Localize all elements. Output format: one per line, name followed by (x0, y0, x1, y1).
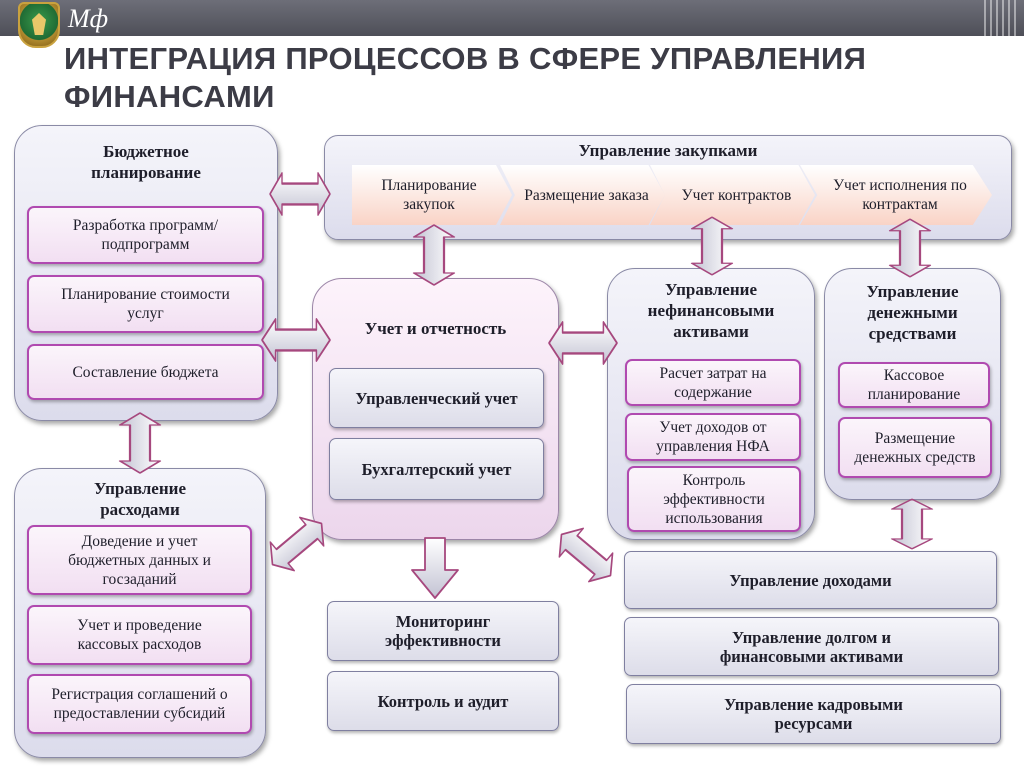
procurement-step-contracts: Учет контрактов (650, 165, 815, 225)
logo-text: Мф (68, 4, 109, 33)
income-management-box: Управление доходами (624, 551, 997, 609)
nfa-item-income: Учет доходов от управления НФА (625, 413, 801, 461)
procurement-step-placement: Размещение заказа (500, 165, 665, 225)
monitoring-box: Мониторинг эффективности (327, 601, 559, 661)
procurement-step-execution: Учет исполнения по контрактам (800, 165, 992, 225)
accounting-title: Учет и отчетность (364, 319, 507, 338)
debt-management-box: Управление долгом и финансовыми активами (624, 617, 999, 676)
budget-item-drafting: Составление бюджета (27, 344, 264, 400)
cash-item-planning: Кассовое планирование (838, 362, 990, 408)
arrow-accounting-monitoring (411, 537, 459, 599)
accounting-managerial: Управленческий учет (329, 368, 544, 428)
budget-item-services: Планирование стоимости услуг (27, 275, 264, 333)
expenses-item-subsidies: Регистрация соглашений о предоставлении … (27, 674, 252, 734)
budget-planning-title: Бюджетное планирование (91, 142, 201, 182)
expenses-title: Управление расходами (93, 479, 186, 519)
budget-item-programs: Разработка программ/ подпрограмм (27, 206, 264, 264)
arrow-budget-expenses (118, 411, 162, 475)
cash-management-title: Управление денежными средствами (866, 282, 959, 343)
nfa-item-costs: Расчет затрат на содержание (625, 359, 801, 406)
arrow-budget-accounting (260, 318, 332, 362)
slide-title: ИНТЕГРАЦИЯ ПРОЦЕССОВ В СФЕРЕ УПРАВЛЕНИЯ … (64, 41, 867, 114)
arrow-accounting-income (548, 519, 624, 591)
accounting-bookkeeping: Бухгалтерский учет (329, 438, 544, 500)
arrow-expenses-accounting (259, 508, 335, 580)
arrow-accounting-nfa (547, 321, 619, 365)
arrow-procurement-accounting (412, 223, 456, 287)
expenses-item-budget-data: Доведение и учет бюджетных данных и госз… (27, 525, 252, 595)
procurement-title: Управление закупками (578, 141, 758, 160)
hr-management-box: Управление кадровыми ресурсами (626, 684, 1001, 744)
top-bar (0, 0, 1024, 36)
procurement-step-planning: Планирование закупок (352, 165, 512, 225)
nfa-item-control: Контроль эффективности использования (627, 466, 801, 532)
ministry-emblem-icon (18, 2, 60, 48)
arrow-procurement-nfa (690, 216, 734, 276)
cash-item-placement: Размещение денежных средств (838, 417, 992, 478)
decorative-stripes (984, 0, 1018, 36)
arrow-budget-procurement (268, 172, 332, 216)
expenses-item-cash: Учет и проведение кассовых расходов (27, 605, 252, 665)
audit-box: Контроль и аудит (327, 671, 559, 731)
nonfinancial-assets-title: Управление нефинансовыми активами (647, 280, 775, 341)
arrow-procurement-cash (888, 218, 932, 278)
arrow-cash-income (890, 498, 934, 550)
